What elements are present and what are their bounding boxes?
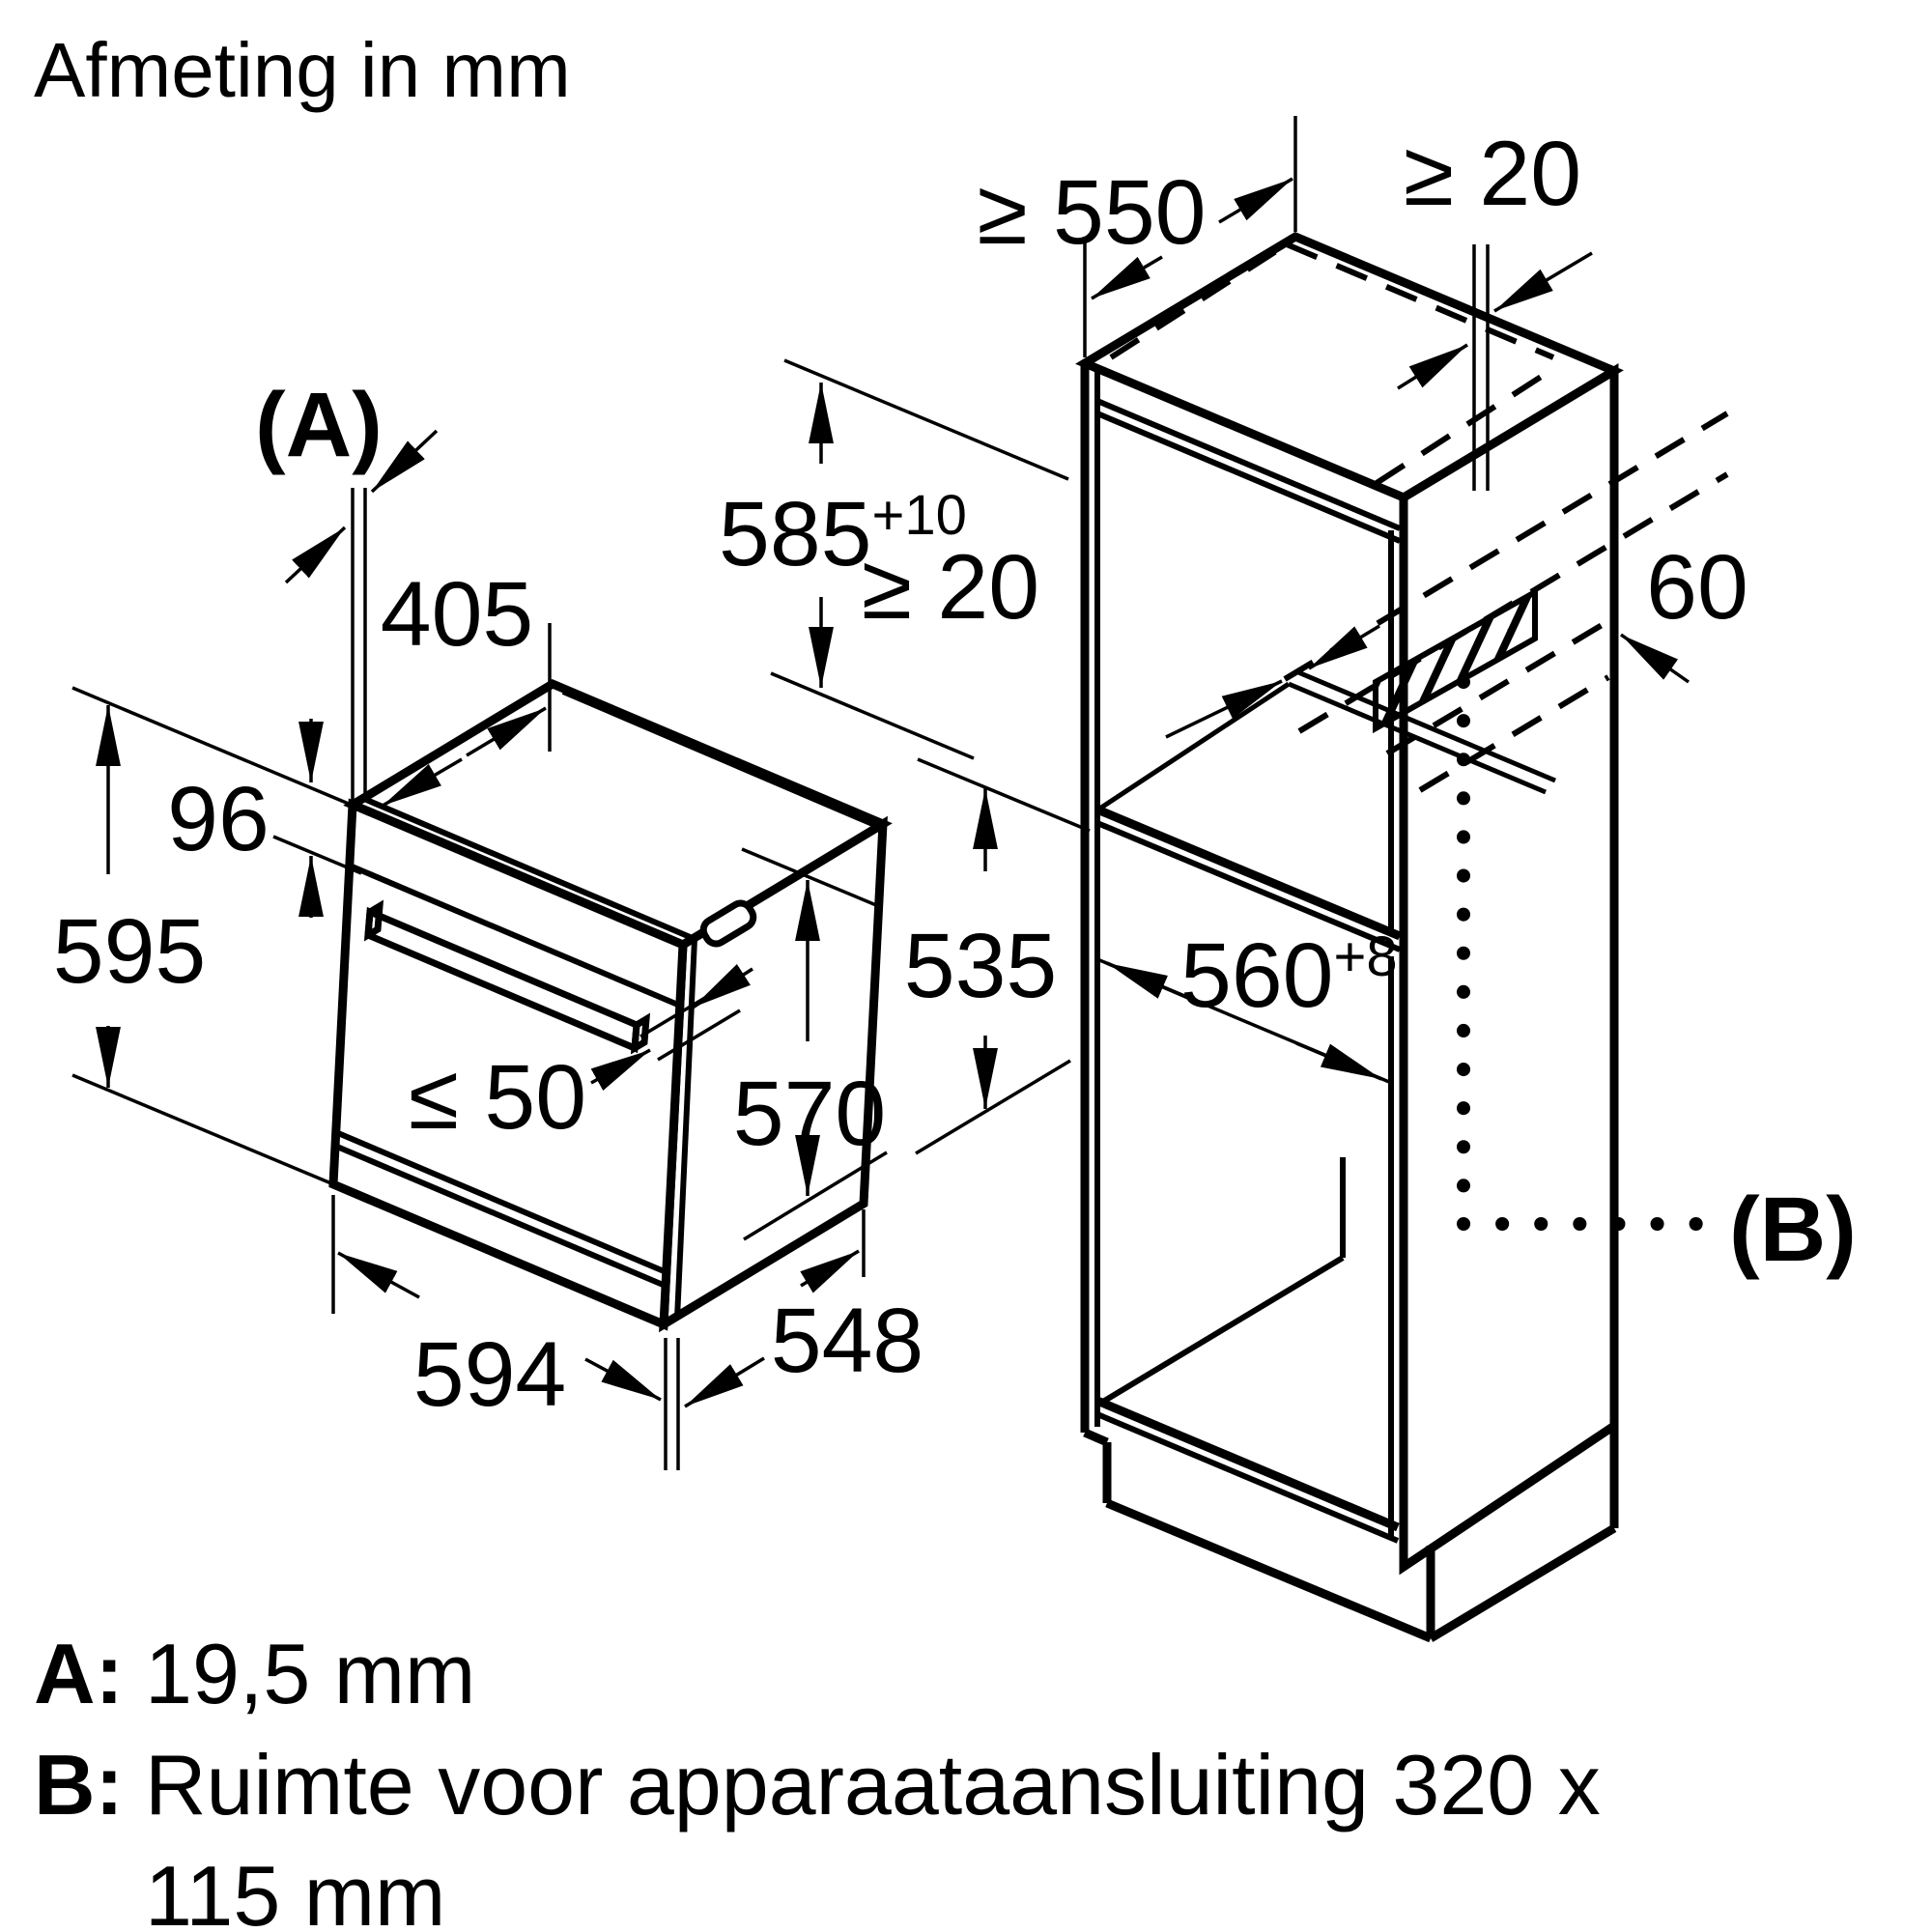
dim-594-label: 594	[413, 1323, 567, 1426]
dim-595: 595	[53, 686, 356, 1188]
oven-drawing: (A) 405 96 595 ≤ 50	[53, 374, 924, 1470]
oven-body	[328, 678, 893, 1333]
dim-le50-label: ≤ 50	[409, 1046, 586, 1149]
dim-handle-50: ≤ 50	[409, 963, 753, 1149]
door-bottom-line	[336, 1130, 670, 1276]
dim-535-label: 535	[904, 915, 1058, 1017]
label-b: (B)	[1729, 1179, 1857, 1281]
dim-60: 60	[1619, 536, 1748, 684]
dim-405: 405	[381, 563, 552, 808]
legend-b-key: B:	[34, 1737, 124, 1833]
dim-595-label: 595	[53, 900, 207, 1003]
legend-b-value-line2: 115 mm	[145, 1848, 445, 1932]
dim-ge20-mid: ≥ 20	[862, 536, 1380, 739]
appliance-connection-area	[1373, 586, 1538, 734]
dim-ge20-top: ≥ 20	[1397, 123, 1593, 491]
dim-60-label: 60	[1646, 536, 1748, 639]
legend-a-key: A:	[34, 1626, 124, 1721]
control-panel-line	[348, 863, 682, 1009]
legend-b-value-line1: Ruimte voor apparaataansluiting 320 x	[145, 1737, 1601, 1833]
cabinet-right-face	[1399, 363, 1619, 1576]
label-a: (A)	[255, 374, 383, 476]
dim-a-frame-thickness: (A)	[255, 374, 439, 800]
dim-570-label: 570	[733, 1063, 887, 1165]
dim-96: 96	[167, 719, 362, 918]
plinth	[1105, 1498, 1433, 1643]
dim-405-label: 405	[381, 563, 534, 666]
legend-a-value: 19,5 mm	[145, 1626, 475, 1721]
dim-ge550-label: ≥ 550	[977, 161, 1206, 264]
dim-585: 585+10	[719, 358, 1069, 760]
legend: A: 19,5 mm B: Ruimte voor apparaataanslu…	[34, 1626, 1601, 1932]
dim-535: 535	[904, 757, 1091, 1155]
dim-585-label: 585+10	[719, 483, 967, 585]
dim-594: 594	[331, 1195, 668, 1470]
cabinet-drawing: ≥ 550 ≥ 20 585+10 ≥ 20 60	[719, 116, 1857, 1643]
dim-560: 560+8	[1096, 924, 1398, 1084]
dim-ge20-mid-label: ≥ 20	[862, 536, 1039, 639]
appliance-connection-leader: (B)	[1457, 675, 1857, 1281]
dim-ge20-top-label: ≥ 20	[1404, 123, 1581, 225]
dim-548-label: 548	[771, 1290, 924, 1392]
dim-548: 548	[676, 1209, 924, 1470]
page-title: Afmeting in mm	[34, 27, 571, 113]
dim-560-label: 560+8	[1180, 924, 1398, 1027]
side-grip-cutout	[699, 899, 757, 948]
niche-shelf	[1095, 805, 1402, 941]
dim-96-label: 96	[167, 768, 270, 870]
dim-ge550: ≥ 550	[977, 116, 1297, 357]
dim-570: 570	[733, 847, 888, 1241]
